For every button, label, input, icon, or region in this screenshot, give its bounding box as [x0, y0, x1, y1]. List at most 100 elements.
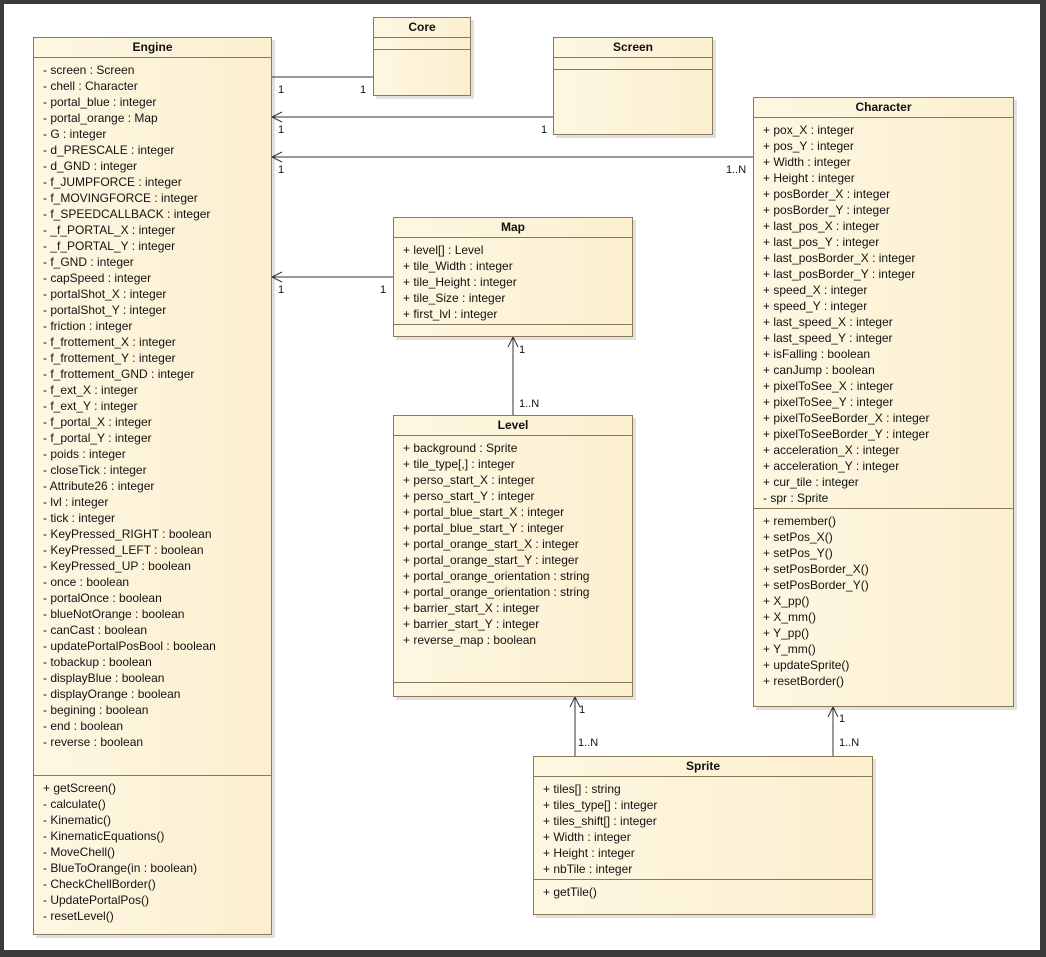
attribute-row: + tiles[] : string [543, 782, 621, 796]
attribute-row: - reverse : boolean [43, 735, 144, 749]
operation-row: + setPosBorder_Y() [763, 578, 869, 592]
class-level-operations [394, 683, 632, 687]
attribute-row: + pixelToSeeBorder_Y : integer [763, 427, 930, 441]
class-sprite-title: Sprite [534, 757, 872, 777]
attribute-row: + barrier_start_Y : integer [403, 617, 540, 631]
attribute-row: + tiles_type[] : integer [543, 798, 658, 812]
attribute-row: - f_frottement_Y : integer [43, 351, 176, 365]
attribute-row: - KeyPressed_UP : boolean [43, 559, 191, 573]
class-map-attributes: + level[] : Level+ tile_Width : integer+… [394, 238, 632, 325]
attribute-row: - end : boolean [43, 719, 124, 733]
attribute-row: - once : boolean [43, 575, 130, 589]
attribute-row: - canCast : boolean [43, 623, 148, 637]
attribute-row: + cur_tile : integer [763, 475, 859, 489]
operation-row: + resetBorder() [763, 674, 845, 688]
class-engine[interactable]: Engine - screen : Screen- chell : Charac… [33, 37, 272, 935]
class-core-title: Core [374, 18, 470, 38]
attribute-row: - poids : integer [43, 447, 126, 461]
attribute-row: + Height : integer [543, 846, 635, 860]
mult-engine-map-source: 1 [278, 284, 285, 296]
attribute-row: - KeyPressed_RIGHT : boolean [43, 527, 212, 541]
operation-row: + X_pp() [763, 594, 810, 608]
attribute-row: + canJump : boolean [763, 363, 875, 377]
attribute-row: + acceleration_X : integer [763, 443, 900, 457]
attribute-row: + barrier_start_X : integer [403, 601, 540, 615]
attribute-row: - chell : Character [43, 79, 138, 93]
attribute-row: + tiles_shift[] : integer [543, 814, 657, 828]
operation-row: - CheckChellBorder() [43, 877, 156, 891]
class-core[interactable]: Core [373, 17, 471, 96]
engine-map-arrowhead [270, 271, 283, 283]
mult-engine-core-source: 1 [278, 84, 285, 96]
attribute-row: + perso_start_Y : integer [403, 489, 535, 503]
attribute-row: - tobackup : boolean [43, 655, 152, 669]
class-engine-attributes: - screen : Screen- chell : Character- po… [34, 58, 271, 776]
class-level-attributes: + background : Sprite+ tile_type[,] : in… [394, 436, 632, 683]
attribute-row: + portal_orange_orientation : string [403, 569, 590, 583]
class-character[interactable]: Character + pox_X : integer+ pos_Y : int… [753, 97, 1014, 707]
attribute-row: - f_GND : integer [43, 255, 134, 269]
class-character-title: Character [754, 98, 1013, 118]
class-map-title: Map [394, 218, 632, 238]
mult-map-level-source: 1 [519, 344, 526, 356]
attribute-row: + portal_orange_start_Y : integer [403, 553, 579, 567]
mult-level-sprite-target: 1..N [578, 737, 599, 749]
mult-level-sprite-source: 1 [579, 704, 586, 716]
mult-map-level-target: 1..N [519, 398, 540, 410]
attribute-row: - portalOnce : boolean [43, 591, 162, 605]
attribute-row: + posBorder_X : integer [763, 187, 891, 201]
attribute-row: - friction : integer [43, 319, 133, 333]
attribute-row: - updatePortalPosBool : boolean [43, 639, 216, 653]
class-engine-title: Engine [34, 38, 271, 58]
operation-row: - BlueToOrange(in : boolean) [43, 861, 198, 875]
operation-row: + setPos_X() [763, 530, 833, 544]
operation-row: + getScreen() [43, 781, 117, 795]
attribute-row: + speed_Y : integer [763, 299, 868, 313]
attribute-row: + level[] : Level [403, 243, 484, 257]
attribute-row: - capSpeed : integer [43, 271, 152, 285]
attribute-row: + last_speed_X : integer [763, 315, 893, 329]
map-level-arrowhead [507, 335, 519, 348]
attribute-row: - displayOrange : boolean [43, 687, 181, 701]
class-screen[interactable]: Screen [553, 37, 713, 135]
class-core-operations [374, 50, 470, 54]
class-sprite-attributes: + tiles[] : string + tiles_type[] : integ… [534, 777, 872, 880]
class-sprite[interactable]: Sprite + tiles[] : string + tiles_type[] … [533, 756, 873, 915]
attribute-row: + pixelToSeeBorder_X : integer [763, 411, 930, 425]
operation-row: + Y_pp() [763, 626, 810, 640]
attribute-row: - portal_blue : integer [43, 95, 157, 109]
attribute-row: + tile_Size : integer [403, 291, 506, 305]
attribute-row: + background : Sprite [403, 441, 518, 455]
attribute-row: + perso_start_X : integer [403, 473, 535, 487]
character-sprite-arrowhead [827, 705, 839, 718]
attribute-row: + last_speed_Y : integer [763, 331, 893, 345]
attribute-row: + nbTile : integer [543, 862, 633, 876]
attribute-row: - f_MOVINGFORCE : integer [43, 191, 198, 205]
class-screen-operations [554, 70, 712, 74]
operation-row: + updateSprite() [763, 658, 850, 672]
attribute-row: - closeTick : integer [43, 463, 147, 477]
attribute-row: - f_SPEEDCALLBACK : integer [43, 207, 211, 221]
mult-engine-screen-source: 1 [278, 124, 285, 136]
class-map[interactable]: Map + level[] : Level+ tile_Width : inte… [393, 217, 633, 337]
mult-engine-map-target: 1 [380, 284, 387, 296]
class-screen-attributes [554, 58, 712, 70]
class-level[interactable]: Level + background : Sprite+ tile_type[,… [393, 415, 633, 697]
attribute-row: + pixelToSee_Y : integer [763, 395, 894, 409]
attribute-row: + first_lvl : integer [403, 307, 498, 321]
class-sprite-operations: + getTile() [534, 880, 872, 900]
attribute-row: + tile_Height : integer [403, 275, 517, 289]
operation-row: - Kinematic() [43, 813, 112, 827]
operation-row: - calculate() [43, 797, 106, 811]
attribute-row: - f_frottement_X : integer [43, 335, 176, 349]
diagram-canvas: 1 1 1 1 1 1..N 1 1 1 1..N 1 1..N 1 1..N … [4, 4, 1040, 950]
attribute-row: - f_portal_Y : integer [43, 431, 152, 445]
attribute-row: - tick : integer [43, 511, 116, 525]
mult-engine-core-target: 1 [360, 84, 367, 96]
attribute-row: + isFalling : boolean [763, 347, 871, 361]
attribute-row: - begining : boolean [43, 703, 149, 717]
operation-row: - UpdatePortalPos() [43, 893, 150, 907]
attribute-row: - _f_PORTAL_X : integer [43, 223, 176, 237]
engine-character-arrowhead [270, 151, 283, 163]
attribute-row: + portal_blue_start_Y : integer [403, 521, 564, 535]
